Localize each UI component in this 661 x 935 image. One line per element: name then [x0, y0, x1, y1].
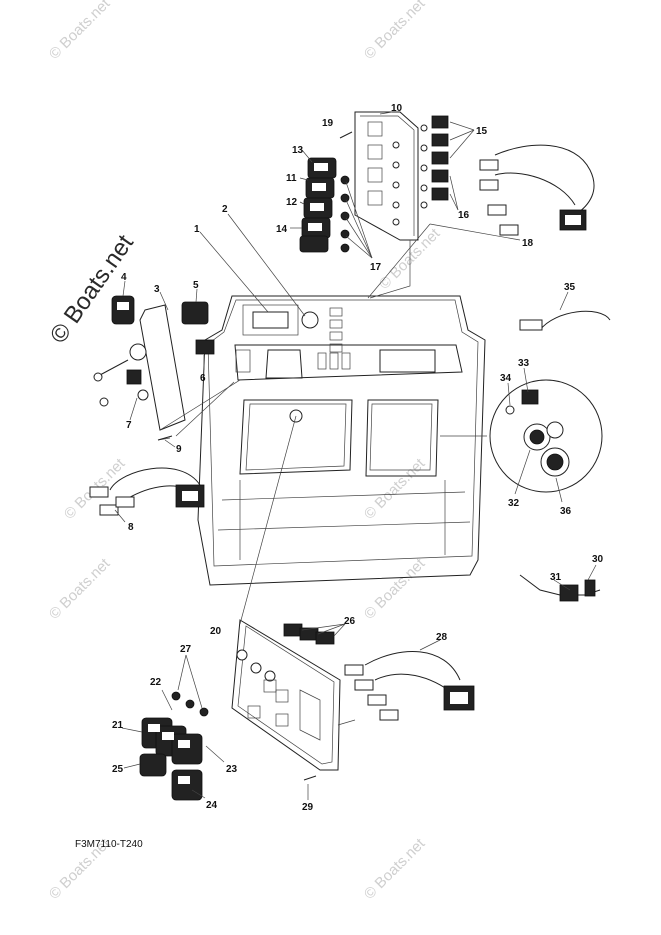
callout-30: 30: [592, 554, 604, 565]
callout-22: 22: [150, 677, 162, 688]
watermark-top-left: © Boats.net: [46, 0, 114, 63]
watermark-center: © Boats.net: [361, 455, 429, 523]
callout-13: 13: [292, 145, 304, 156]
dash-panel: [197, 295, 486, 586]
lower-switch-plate: [139, 619, 341, 801]
watermark-layer: © Boats.net © Boats.net © Boats.net © Bo…: [45, 0, 444, 903]
callout-9: 9: [176, 444, 182, 455]
callout-16: 16: [458, 210, 470, 221]
watermark-large: © Boats.net: [45, 230, 139, 349]
callout-25: 25: [112, 764, 124, 775]
callout-24: 24: [206, 800, 218, 811]
callout-26: 26: [344, 616, 356, 627]
callout-34: 34: [500, 373, 512, 384]
screw-9: [157, 435, 173, 441]
callout-4: 4: [121, 272, 127, 283]
callout-18: 18: [522, 238, 534, 249]
callout-12: 12: [286, 197, 298, 208]
wire-harness-18: [479, 144, 595, 236]
watermark-mid-left: © Boats.net: [46, 555, 114, 623]
watermark-lower-right: © Boats.net: [361, 835, 429, 903]
callout-5: 5: [193, 280, 199, 291]
wire-harness-8: [89, 467, 205, 516]
callout-28: 28: [436, 632, 448, 643]
callout-20: 20: [210, 626, 222, 637]
screw-19: [339, 131, 353, 139]
socket-detail-circle: [489, 310, 611, 493]
callout-7: 7: [126, 420, 132, 431]
connector-group-15: [420, 115, 449, 209]
callout-35: 35: [564, 282, 576, 293]
wire-harness-30: [519, 574, 601, 602]
callout-36: 36: [560, 506, 572, 517]
callout-3: 3: [154, 284, 160, 295]
screw-29: [303, 775, 317, 781]
watermark-mid-right: © Boats.net: [361, 555, 429, 623]
left-switch-plate: [93, 295, 215, 441]
callout-33: 33: [518, 358, 530, 369]
upper-switch-plate: [299, 111, 595, 253]
callout-23: 23: [226, 764, 238, 775]
callout-6: 6: [200, 373, 206, 384]
leader-lines: [114, 111, 597, 800]
callout-31: 31: [550, 572, 562, 583]
callout-2: 2: [222, 204, 228, 215]
callout-1: 1: [194, 224, 200, 235]
wire-harness-28: [344, 651, 475, 721]
callout-15: 15: [476, 126, 488, 137]
callout-8: 8: [128, 522, 134, 533]
callout-11: 11: [286, 173, 297, 184]
callout-27: 27: [180, 644, 192, 655]
callout-14: 14: [276, 224, 288, 235]
callout-29: 29: [302, 802, 314, 813]
callout-labels: 1 2 3 4 5 6 7 8 9 10 11 12 13 14 15 16 1…: [112, 103, 604, 813]
watermark-top-right: © Boats.net: [361, 0, 429, 63]
callout-32: 32: [508, 498, 520, 509]
callout-17: 17: [370, 262, 382, 273]
callout-21: 21: [112, 720, 124, 731]
callout-10: 10: [391, 103, 403, 114]
diagram-code: F3M7110-T240: [75, 839, 143, 850]
rocker-switch-stack: [299, 157, 337, 253]
callout-19: 19: [322, 118, 334, 129]
